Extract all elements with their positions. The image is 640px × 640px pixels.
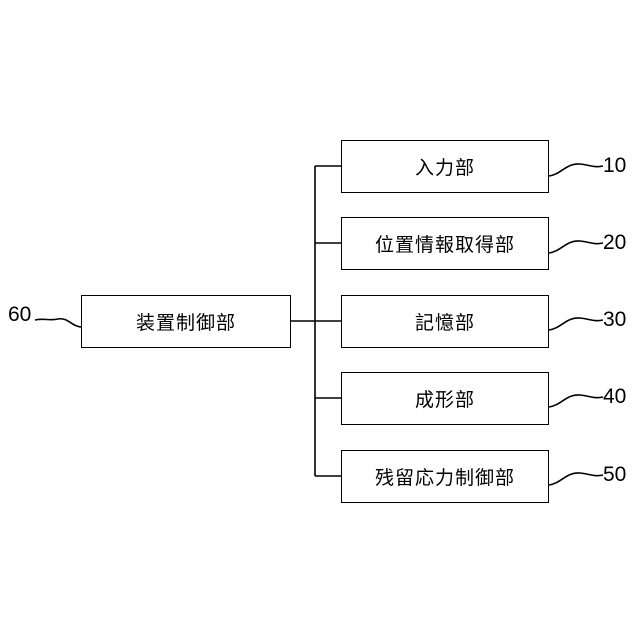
input-unit-box: 入力部 — [341, 140, 549, 193]
leader-line-60 — [35, 319, 82, 327]
ref-numeral-60: 60 — [8, 304, 31, 325]
ref-numeral-50: 50 — [603, 464, 626, 485]
storage-unit-label: 記憶部 — [415, 308, 475, 335]
ref-numeral-10: 10 — [603, 155, 626, 176]
forming-unit-box: 成形部 — [341, 372, 549, 425]
residual-stress-control-unit-box: 残留応力制御部 — [341, 450, 549, 503]
ref-numeral-20: 20 — [603, 232, 626, 253]
input-unit-label: 入力部 — [415, 153, 475, 180]
forming-unit-label: 成形部 — [415, 385, 475, 412]
leader-line-20 — [549, 241, 603, 253]
ref-numeral-40: 40 — [603, 386, 626, 407]
leader-line-10 — [549, 164, 603, 176]
storage-unit-box: 記憶部 — [341, 295, 549, 348]
leader-line-50 — [549, 473, 603, 485]
position-info-unit-label: 位置情報取得部 — [375, 230, 515, 257]
residual-stress-control-unit-label: 残留応力制御部 — [375, 463, 515, 490]
leader-line-30 — [549, 318, 603, 330]
ref-numeral-30: 30 — [603, 309, 626, 330]
device-controller-box: 装置制御部 — [81, 295, 291, 348]
position-info-unit-box: 位置情報取得部 — [341, 217, 549, 270]
leader-line-40 — [549, 395, 603, 407]
device-controller-label: 装置制御部 — [136, 308, 236, 335]
